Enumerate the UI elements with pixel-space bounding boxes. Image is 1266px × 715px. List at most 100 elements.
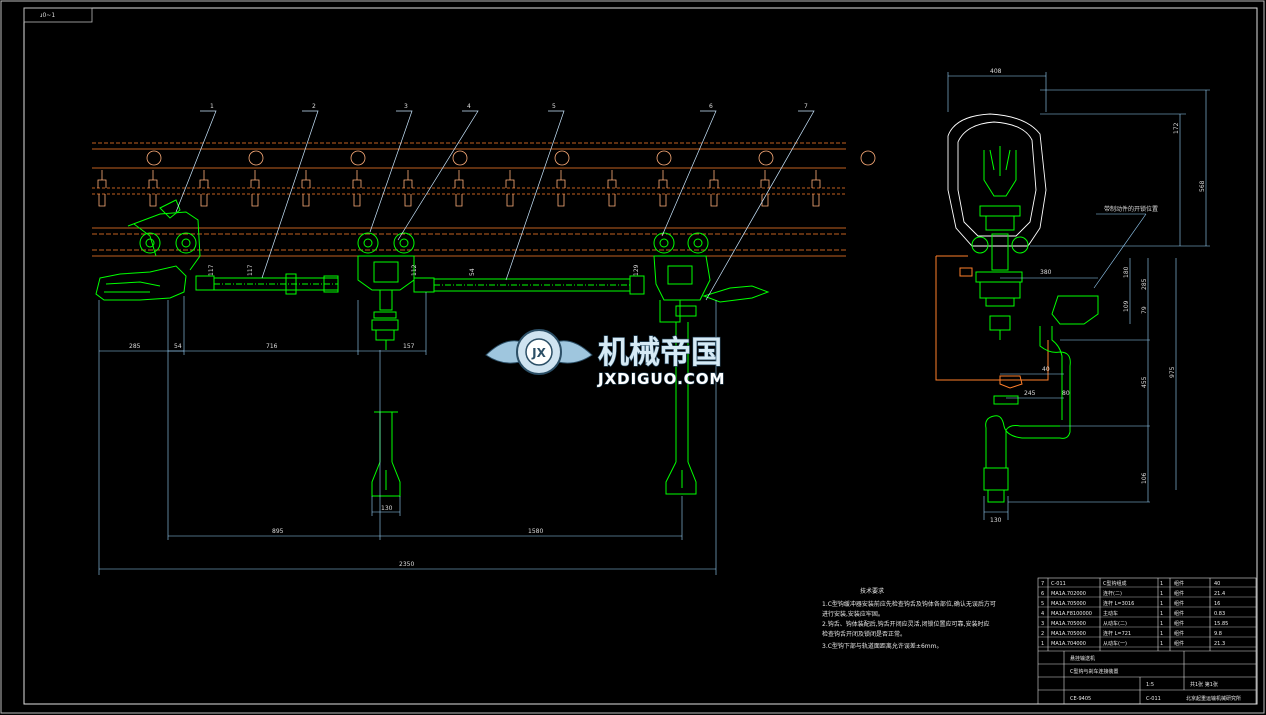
balloon-3: 3	[404, 103, 408, 110]
rail-trolley-hanger	[353, 194, 361, 207]
rail-trolley-bracket	[505, 170, 515, 188]
balloon-7: 7	[804, 103, 808, 110]
corner-tag-box	[23, 7, 93, 23]
parts-cell-wt: 40	[1214, 581, 1220, 587]
parts-cell-mat: 组件	[1174, 630, 1184, 637]
parts-cell-code: MA1A.F8100000	[1051, 611, 1092, 617]
rail-trolley-bracket	[760, 170, 770, 188]
title-project: 悬挂输送机	[1070, 655, 1095, 662]
dim-716: 716	[266, 343, 278, 350]
watermark-logo-text: JX	[531, 346, 546, 360]
rail-trolley-bracket	[811, 170, 821, 188]
rail-trolley-bracket	[352, 170, 362, 188]
corner-tag: ɹ0~1	[40, 12, 55, 19]
parts-cell-name: 连杆 L=3016	[1103, 600, 1134, 607]
rail-trolley-wheel	[758, 150, 774, 166]
rail-trolley-array	[97, 150, 876, 207]
dim-80: 80	[1062, 390, 1070, 397]
parts-cell-mat: 组件	[1174, 610, 1184, 617]
rail-trolley-wheel	[860, 150, 876, 166]
rail-trolley-bracket	[250, 170, 260, 188]
side-view	[947, 113, 1047, 247]
track-rails	[92, 142, 846, 257]
parts-cell-qty: 1	[1160, 641, 1163, 647]
dim-895: 895	[272, 528, 284, 535]
rail-trolley-hanger	[659, 194, 667, 207]
rail-trolley-hanger	[200, 194, 208, 207]
link-rod-right	[413, 275, 645, 295]
rail-trolley-bracket	[97, 170, 107, 188]
dim-109: 109	[1123, 300, 1130, 312]
dim-455: 455	[1141, 376, 1148, 388]
parts-cell-qty: 1	[1160, 621, 1163, 627]
rail-trolley-wheel	[248, 150, 264, 166]
parts-cell-name: 连杆 L=721	[1103, 630, 1131, 637]
parts-cell-code: MA1A.705000	[1051, 631, 1086, 637]
balloon-5: 5	[552, 103, 556, 110]
rail-trolley-hanger	[812, 194, 820, 207]
dim-130s: 130	[990, 517, 1002, 524]
dim-380: 380	[1040, 269, 1052, 276]
balloon-4: 4	[467, 103, 471, 110]
balloon-leaders	[175, 110, 815, 301]
parts-cell-wt: 9.8	[1214, 631, 1222, 637]
notes-line-2: 进行安装,安装应牢固。	[822, 610, 884, 618]
rail-trolley-bracket	[148, 170, 158, 188]
trolley-right	[653, 232, 770, 323]
title-code-small: CE-9405	[1070, 696, 1091, 702]
dim-285: 285	[129, 343, 141, 350]
parts-cell-wt: 21.3	[1214, 641, 1225, 647]
rail-trolley-wheel	[554, 150, 570, 166]
dim-2350: 2350	[399, 561, 414, 568]
title-scale: 1:5	[1146, 682, 1154, 688]
parts-cell-no: 5	[1041, 601, 1044, 607]
dim-79: 79	[1141, 306, 1148, 314]
parts-cell-no: 2	[1041, 631, 1044, 637]
watermark-logo: JX	[485, 329, 593, 375]
notes-line-5: 3.C型钩下部与轨道面距离允许误差±6mm。	[822, 642, 942, 650]
rail-trolley-bracket	[403, 170, 413, 188]
dim-285s: 285	[1141, 278, 1148, 290]
rail-trolley-hanger	[149, 194, 157, 207]
dim-117b: 117	[247, 264, 254, 276]
dim-54: 54	[174, 343, 182, 350]
c-hook-left	[95, 199, 215, 301]
parts-cell-no: 6	[1041, 591, 1044, 597]
rail-trolley-hanger	[302, 194, 310, 207]
dim-40: 40	[1042, 366, 1050, 373]
parts-cell-wt: 21.4	[1214, 591, 1225, 597]
trolley-middle	[357, 232, 415, 350]
rail-trolley-bracket	[301, 170, 311, 188]
rail-trolley-hanger	[761, 194, 769, 207]
dim-1580: 1580	[528, 528, 543, 535]
title-company: 北京起重运输机械研究所	[1186, 695, 1241, 702]
notes-title: 技术要求	[860, 587, 884, 595]
dim-408: 408	[990, 68, 1002, 75]
dim-245: 245	[1024, 390, 1036, 397]
parts-cell-no: 4	[1041, 611, 1044, 617]
rail-trolley-bracket	[199, 170, 209, 188]
dim-112: 112	[411, 264, 418, 276]
rail-trolley-wheel	[350, 150, 366, 166]
dim-54v: 54	[469, 268, 476, 276]
watermark-cn: 机械帝国	[598, 335, 722, 371]
parts-cell-qty: 1	[1160, 611, 1163, 617]
parts-cell-qty: 1	[1160, 601, 1163, 607]
parts-cell-no: 7	[1041, 581, 1044, 587]
title-drawing-name: C型钩与刹车连接装置	[1070, 668, 1119, 675]
parts-cell-mat: 组件	[1174, 600, 1184, 607]
dim-130: 130	[381, 505, 393, 512]
dim-172: 172	[1173, 122, 1180, 134]
title-block	[1037, 577, 1257, 705]
rail-trolley-hanger	[608, 194, 616, 207]
parts-cell-mat: 组件	[1174, 640, 1184, 647]
watermark-en: JXDIGUO.COM	[597, 370, 725, 388]
rail-trolley-wheel	[146, 150, 162, 166]
rail-trolley-bracket	[454, 170, 464, 188]
rail-trolley-hanger	[251, 194, 259, 207]
parts-cell-name: 从动车(二)	[1103, 620, 1127, 627]
title-sheet: 共1张 第1张	[1190, 681, 1218, 688]
rail-trolley-hanger	[455, 194, 463, 207]
